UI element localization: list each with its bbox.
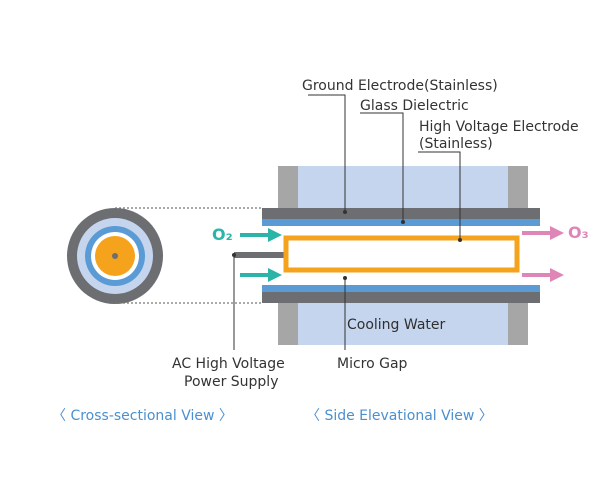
hv-electrode-label-line2: (Stainless) [419,136,493,152]
ac-supply-label-line2: Power Supply [184,374,279,390]
glass-dielectric-label: Glass Dielectric [360,98,469,114]
cooling-water-bottom [278,303,528,345]
leader-ground-electrode [308,94,347,214]
micro-gap-label: Micro Gap [337,356,408,372]
outlet-gas-label: O₃ [568,223,589,242]
inlet-arrow-lower-head [268,268,282,282]
end-cap-top-left [278,166,298,208]
cross-section-caption: 〈 Cross-sectional View 〉 [52,408,233,424]
inlet-arrow-upper-head [268,228,282,242]
hv-electrode-label-line1: High Voltage Electrode [419,119,579,135]
leader-hv-electrode [418,151,462,242]
side-view-caption: 〈 Side Elevational View 〉 [306,408,493,424]
outlet-arrow-upper-head [550,226,564,240]
ground-electrode-label: Ground Electrode(Stainless) [302,78,498,94]
leader-lines [232,94,462,350]
outlet-arrow-lower-head [550,268,564,282]
ground-electrode-top [262,208,540,219]
cross-section-view [67,208,163,304]
end-cap-bottom-left [278,303,298,345]
cooling-water-label: Cooling Water [347,317,446,333]
high-voltage-electrode [283,235,520,273]
leader-glass-dielectric [360,112,405,224]
glass-dielectric-bottom [262,285,540,292]
cross-section-center-dot [112,253,118,259]
end-cap-top-right [508,166,528,208]
end-cap-bottom-right [508,303,528,345]
ac-supply-label-line1: AC High Voltage [172,356,285,372]
inlet-arrows [240,228,282,282]
ground-electrode-bottom [262,292,540,303]
outlet-arrows [522,226,564,282]
power-supply-rod [234,252,286,258]
glass-dielectric-top [262,219,540,226]
inlet-gas-label: O₂ [212,225,233,244]
